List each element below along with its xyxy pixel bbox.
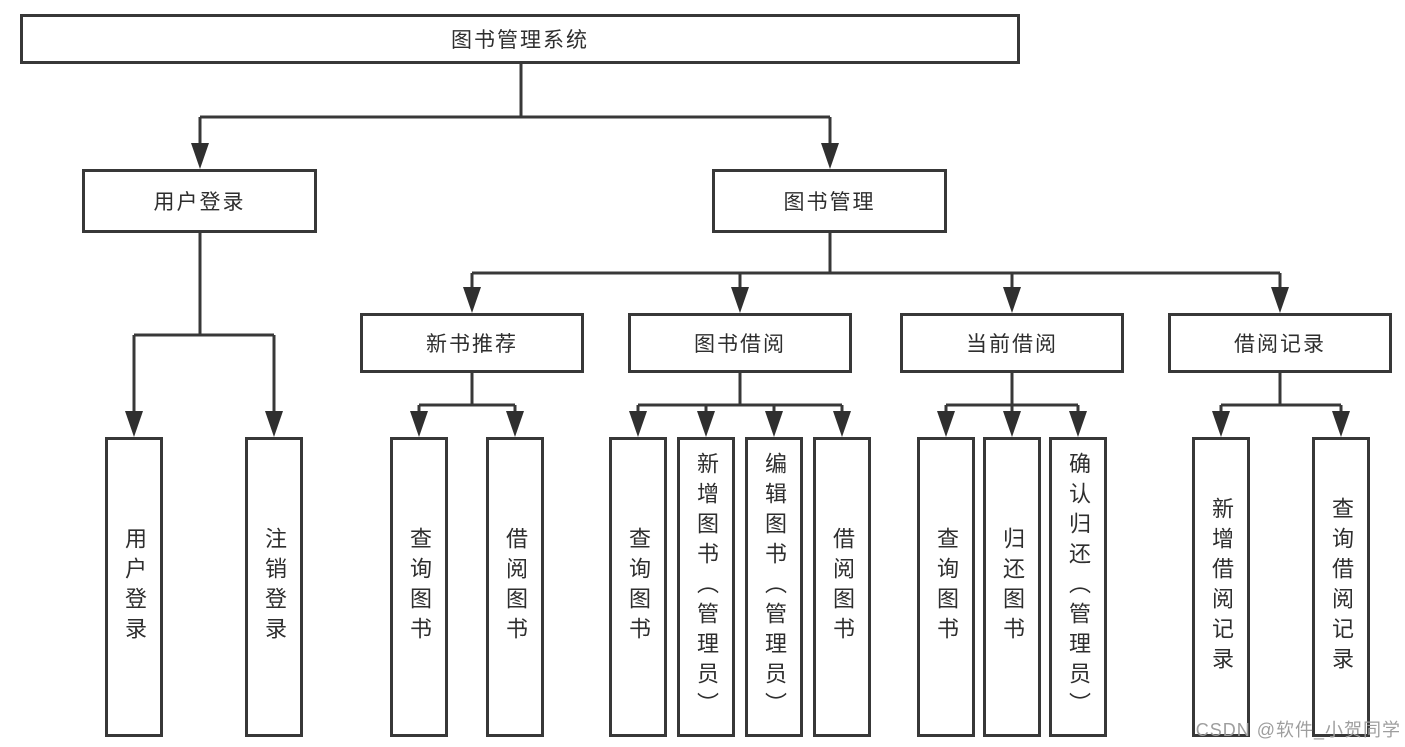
node-user-login: 用户登录: [82, 169, 317, 233]
arrow-down-icon: [1003, 411, 1021, 437]
node-label: 查询图书: [626, 527, 651, 647]
node-label: 用户登录: [153, 191, 246, 214]
leaf-add-borrow-record: 新增借阅记录: [1192, 437, 1250, 737]
leaf-confirm-return-admin: 确认归还（管理员）: [1049, 437, 1107, 737]
connector-current-borrow-children: [937, 372, 1087, 437]
node-label: 借阅图书: [830, 527, 855, 647]
leaf-edit-books-admin: 编辑图书（管理员）: [745, 437, 803, 737]
arrow-down-icon: [125, 411, 143, 437]
node-label: 查询图书: [407, 527, 432, 647]
node-system-root: 图书管理系统: [20, 14, 1020, 64]
leaf-logout: 注销登录: [245, 437, 303, 737]
arrow-down-icon: [506, 411, 524, 437]
arrow-down-icon: [697, 411, 715, 437]
node-label: 编辑图书（管理员）: [762, 452, 787, 722]
node-label: 图书管理系统: [451, 29, 589, 52]
arrow-down-icon: [629, 411, 647, 437]
leaf-query-books-recommend: 查询图书: [390, 437, 448, 737]
connector-book-mgmt-to-level3: [463, 232, 1289, 313]
arrow-down-icon: [1212, 411, 1230, 437]
arrow-down-icon: [731, 287, 749, 313]
arrow-down-icon: [765, 411, 783, 437]
node-label: 当前借阅: [966, 333, 1058, 356]
leaf-return-books: 归还图书: [983, 437, 1041, 737]
arrow-down-icon: [1003, 287, 1021, 313]
connector-user-login-children: [125, 232, 283, 437]
arrow-down-icon: [463, 287, 481, 313]
node-label: 确认归还（管理员）: [1066, 452, 1091, 722]
arrow-down-icon: [265, 411, 283, 437]
leaf-query-books-borrow: 查询图书: [609, 437, 667, 737]
connector-root-to-level2: [191, 63, 839, 169]
node-label: 图书管理: [783, 191, 876, 214]
node-book-borrow: 图书借阅: [628, 313, 852, 373]
arrow-down-icon: [937, 411, 955, 437]
arrow-down-icon: [1332, 411, 1350, 437]
leaf-query-borrow-record: 查询借阅记录: [1312, 437, 1370, 737]
connector-new-book-recommend-children: [410, 372, 524, 437]
arrow-down-icon: [410, 411, 428, 437]
node-borrow-record: 借阅记录: [1168, 313, 1392, 373]
node-label: 借阅图书: [503, 527, 528, 647]
node-current-borrow: 当前借阅: [900, 313, 1124, 373]
node-label: 查询借阅记录: [1329, 497, 1354, 677]
leaf-query-books-current: 查询图书: [917, 437, 975, 737]
arrow-down-icon: [833, 411, 851, 437]
arrow-down-icon: [191, 143, 209, 169]
node-label: 借阅记录: [1234, 333, 1326, 356]
node-label: 图书借阅: [694, 333, 786, 356]
leaf-add-books-admin: 新增图书（管理员）: [677, 437, 735, 737]
node-label: 新增借阅记录: [1209, 497, 1234, 677]
node-label: 新书推荐: [426, 333, 518, 356]
arrow-down-icon: [821, 143, 839, 169]
arrow-down-icon: [1271, 287, 1289, 313]
node-label: 查询图书: [934, 527, 959, 647]
node-label: 归还图书: [1000, 527, 1025, 647]
leaf-borrow-books-recommend: 借阅图书: [486, 437, 544, 737]
connector-book-borrow-children: [629, 372, 851, 437]
node-label: 注销登录: [262, 527, 287, 647]
node-book-mgmt: 图书管理: [712, 169, 947, 233]
csdn-watermark: CSDN @软件_小贺同学: [1195, 720, 1401, 740]
leaf-user-login: 用户登录: [105, 437, 163, 737]
connector-borrow-record-children: [1212, 372, 1350, 437]
node-label: 新增图书（管理员）: [694, 452, 719, 722]
node-label: 用户登录: [122, 527, 147, 647]
leaf-borrow-books: 借阅图书: [813, 437, 871, 737]
node-new-book-recommend: 新书推荐: [360, 313, 584, 373]
arrow-down-icon: [1069, 411, 1087, 437]
